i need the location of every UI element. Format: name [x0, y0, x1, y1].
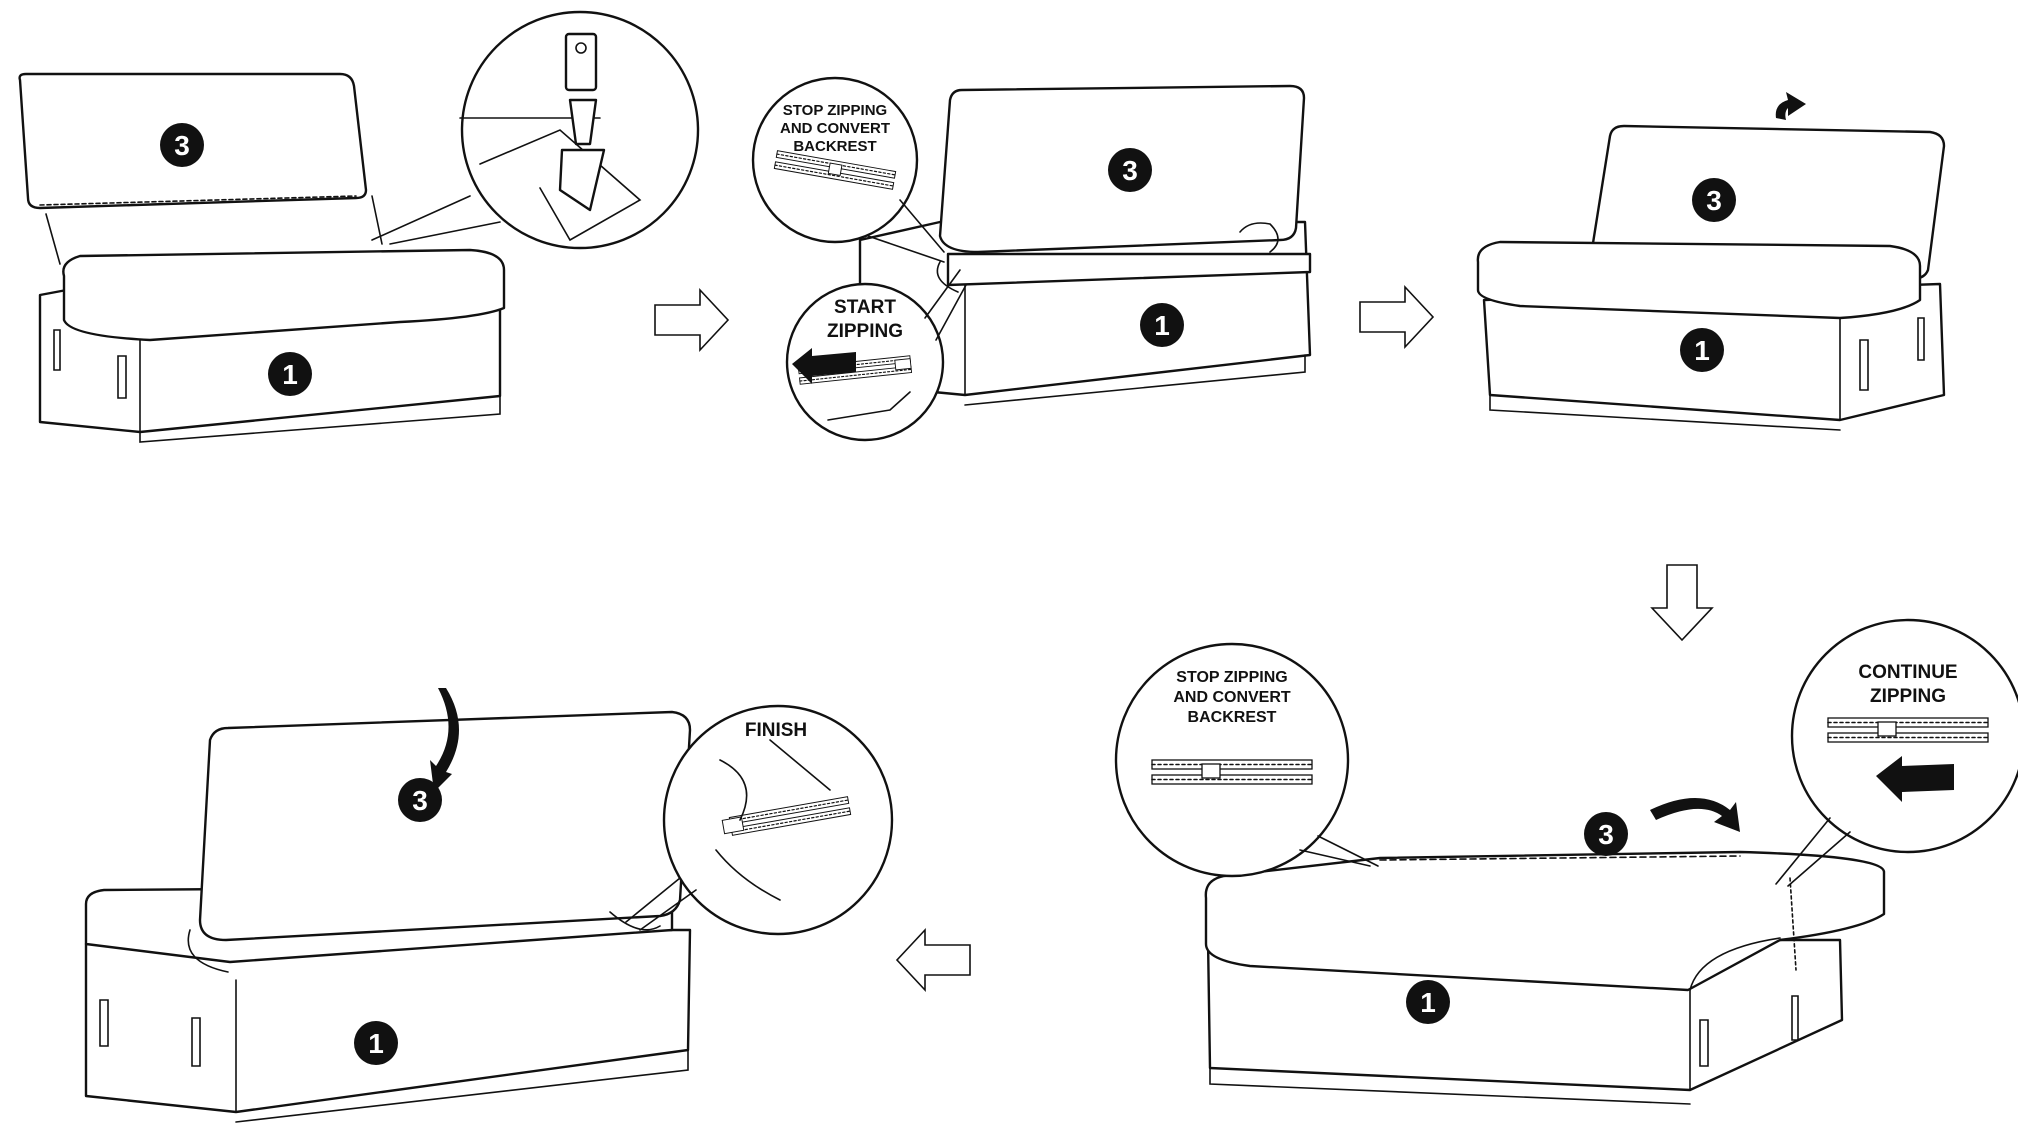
base-number-label: 1 [368, 1028, 384, 1059]
step2-start-text-1: START [834, 297, 896, 318]
flow-arrow-icon [897, 930, 970, 990]
part-number-label: 3 [1122, 155, 1138, 186]
part-number-label: 3 [1706, 185, 1722, 216]
step2-illustration: 3 1 STOP ZIPPING AND CONVERT BACKREST ST… [753, 78, 1310, 440]
step5-illustration: 3 1 FINISH [86, 688, 892, 1122]
rotate-arrow-icon [1650, 798, 1740, 832]
step4-stop-text-2: AND CONVERT [1173, 689, 1291, 706]
step3-illustration: 3 1 [1478, 92, 1944, 430]
zipper-icon [895, 359, 911, 370]
step4-stop-text-3: BACKREST [1188, 709, 1277, 726]
step2-stop-text-3: BACKREST [793, 138, 876, 155]
flow-arrow-icon [655, 290, 728, 350]
step2-stop-text-1: STOP ZIPPING [783, 102, 887, 119]
flow-arrow-icon [1360, 287, 1433, 347]
zipper-icon [828, 163, 842, 175]
zipper-icon [1202, 764, 1220, 778]
part-number-label: 3 [412, 785, 428, 816]
part-number-label: 3 [174, 130, 190, 161]
rotate-arrow-icon [1776, 92, 1806, 120]
step1-illustration: 3 1 [20, 12, 698, 442]
base-number-label: 1 [1694, 335, 1710, 366]
zipper-icon [1878, 722, 1896, 736]
flow-arrow-icon [1652, 565, 1712, 640]
step4-continue-text-2: ZIPPING [1870, 686, 1946, 707]
base-number-label: 1 [282, 359, 298, 390]
finish-text: FINISH [745, 720, 807, 741]
step4-continue-text-1: CONTINUE [1858, 662, 1957, 683]
part-number-label: 3 [1598, 819, 1614, 850]
base-number-label: 1 [1154, 310, 1170, 341]
step4-illustration: 3 1 STOP ZIPPING AND CONVERT BACKREST CO… [1116, 620, 2018, 1104]
step2-start-text-2: ZIPPING [827, 321, 903, 342]
base-number-label: 1 [1420, 987, 1436, 1018]
step4-stop-text-1: STOP ZIPPING [1176, 669, 1287, 686]
step2-stop-text-2: AND CONVERT [780, 120, 890, 137]
